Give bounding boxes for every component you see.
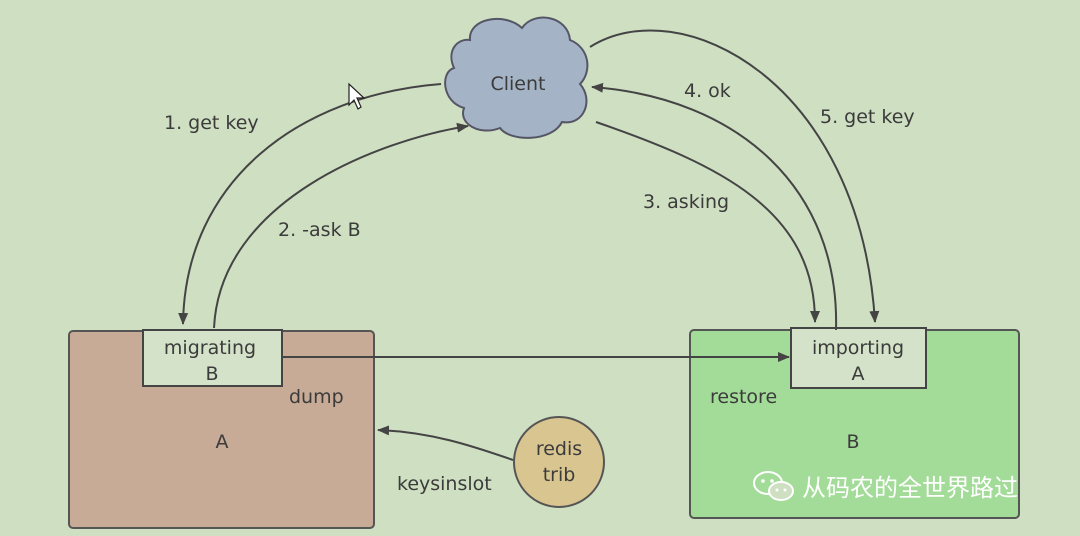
watermark-text: 从码农的全世界路过	[802, 474, 1018, 502]
redis-trib-label-line2: trib	[543, 464, 576, 486]
keysinslot-label: keysinslot	[397, 473, 492, 495]
redis-trib-node	[513, 416, 605, 508]
node-a-slot-state: migrating	[164, 337, 256, 359]
edge-ok-to-client	[591, 82, 838, 331]
node-b-slot-box	[790, 327, 927, 389]
node-a-label: A	[216, 431, 229, 453]
step-2-label: 2. -ask B	[278, 219, 361, 241]
redis-trib-label-line1: redis	[536, 438, 582, 460]
client-label: Client	[490, 73, 545, 95]
node-b-label: B	[846, 431, 859, 453]
node-b-restore-label: restore	[710, 386, 777, 408]
watermark: 从码农的全世界路过	[752, 468, 1018, 503]
step-5-label: 5. get key	[820, 106, 915, 128]
edge-keysinslot-to-a	[377, 425, 514, 461]
client-cloud	[444, 16, 589, 139]
node-a-dump-label: dump	[289, 386, 344, 408]
edge-get-key-to-a	[178, 83, 442, 325]
node-a-slot-target: B	[205, 363, 218, 385]
node-b-slot-target: A	[852, 363, 865, 385]
node-b-slot-state: importing	[812, 337, 904, 359]
edge-get-key-to-b	[589, 29, 880, 323]
step-4-label: 4. ok	[684, 80, 731, 102]
step-3-label: 3. asking	[643, 191, 729, 213]
edge-ask-b-to-client	[213, 122, 469, 329]
edge-asking-to-b	[595, 121, 820, 323]
step-1-label: 1. get key	[164, 112, 259, 134]
mouse-cursor-icon	[348, 82, 366, 110]
wechat-icon	[753, 470, 794, 501]
node-a-slot-box	[142, 329, 283, 387]
